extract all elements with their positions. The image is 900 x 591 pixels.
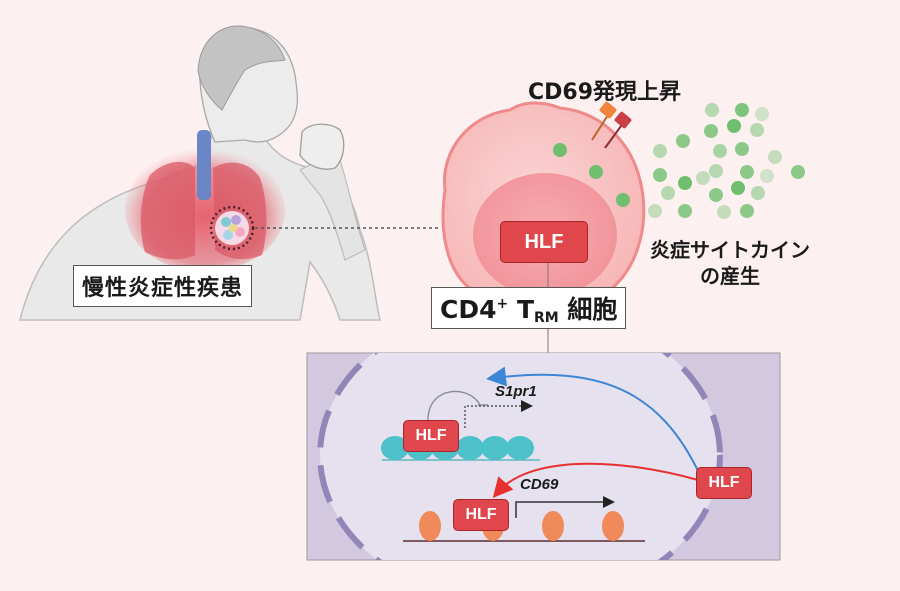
cytokine-particle <box>760 169 774 183</box>
receptor-cd69-2 <box>614 111 632 129</box>
cytokine-particle <box>661 186 675 200</box>
inflamed-lungs <box>125 130 285 272</box>
cytokine-particle <box>705 103 719 117</box>
intracellular-cytokines <box>553 143 630 207</box>
trachea <box>197 130 211 200</box>
arrow-to-cd69 <box>492 462 699 499</box>
cytokine-label-line2: の産生 <box>700 264 760 288</box>
cytokine-particle <box>740 204 754 218</box>
hlf-bound-s1pr1: HLF <box>403 420 459 452</box>
cytokine-particle <box>740 165 754 179</box>
cytokine-particle <box>696 171 710 185</box>
s1pr1-transcription-arrow <box>464 400 533 428</box>
lung-left <box>140 161 195 260</box>
cytokine-label-line1: 炎症サイトカイン <box>650 238 810 262</box>
nucleus-panel <box>306 352 781 561</box>
highlight-circle <box>209 205 255 251</box>
arrow-to-s1pr1 <box>486 366 701 476</box>
cytokine-particle <box>709 164 723 178</box>
cytokine-particle <box>678 176 692 190</box>
cell-label-t: T <box>508 295 534 324</box>
cytokine-particle <box>750 123 764 137</box>
nuclear-envelope <box>317 353 723 560</box>
cytokine-production-label: 炎症サイトカイン の産生 <box>650 237 810 289</box>
cytokine-particle <box>735 142 749 156</box>
cytokine-particle <box>678 204 692 218</box>
cytokine-particle <box>731 181 745 195</box>
cytokine-particle <box>735 103 749 117</box>
cytokine-particle <box>653 144 667 158</box>
cell-type-label: CD4+ TRM 細胞 <box>431 287 627 329</box>
receptor-cd69-1 <box>599 101 617 119</box>
cell-label-sub: RM <box>534 310 559 326</box>
cell-label-suffix: 細胞 <box>558 295 618 324</box>
cytokine-particle <box>791 165 805 179</box>
cytokine-particle <box>648 204 662 218</box>
cytokine-particle <box>709 188 723 202</box>
cell-label-main: CD4 <box>440 295 497 324</box>
cytokine-particle <box>717 205 731 219</box>
cytokine-particle <box>755 107 769 121</box>
hlf-bound-cd69: HLF <box>453 499 509 531</box>
cd69-transcription-arrow <box>515 496 615 518</box>
cytokine-particle <box>751 186 765 200</box>
cytokine-particle <box>727 119 741 133</box>
disease-label: 慢性炎症性疾患 <box>73 265 253 307</box>
cytokine-particle <box>768 150 782 164</box>
cytokine-particle <box>653 168 667 182</box>
person-fist <box>299 123 345 170</box>
person-hair <box>197 25 286 111</box>
cell-label-sup: + <box>496 296 509 312</box>
tissue-cell-cluster <box>209 205 255 251</box>
cd69-upregulation-label: CD69発現上昇 <box>528 80 682 105</box>
cytokine-particles <box>648 103 805 219</box>
hlf-incoming: HLF <box>696 467 752 499</box>
repression-arc <box>427 390 481 421</box>
hlf-nucleus-badge: HLF <box>500 221 588 263</box>
cytokine-particle <box>676 134 690 148</box>
t-cell <box>441 101 646 308</box>
gene-cd69-label: CD69 <box>520 476 559 493</box>
cytokine-particle <box>704 124 718 138</box>
gene-s1pr1-label: S1pr1 <box>495 383 537 400</box>
cytokine-particle <box>713 144 727 158</box>
receptors <box>591 101 632 149</box>
